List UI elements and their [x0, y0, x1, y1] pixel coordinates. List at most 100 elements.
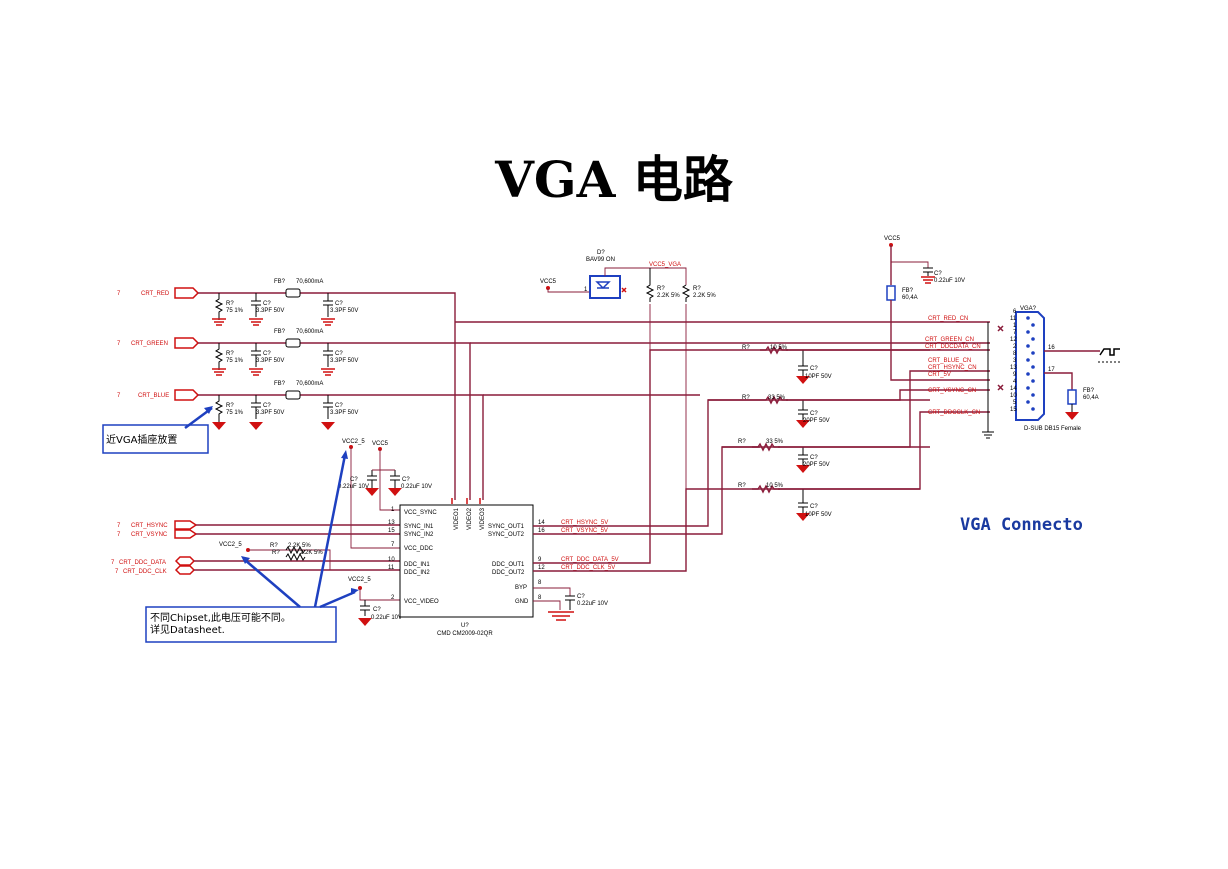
series-r4-ref: R?	[738, 483, 746, 489]
note-arrow-icon	[313, 454, 347, 608]
cn-green: CRT_GREEN_CN	[925, 337, 974, 343]
shunt-c1-ref: C?	[810, 366, 818, 372]
pullup1-value: 2.2K 5%	[657, 293, 680, 299]
ic-pin-sync-in2: SYNC_IN2	[404, 532, 434, 538]
r-ref-blue: R?	[226, 403, 234, 409]
fb-value-green: 70,600mA	[296, 329, 323, 335]
ic-pin-ddc-out2: DDC_OUT2	[492, 570, 525, 576]
port-arrow-icon	[174, 287, 200, 299]
series-r3-value: 33 5%	[766, 439, 784, 445]
pin-5: 5	[1013, 400, 1017, 406]
pullup2-value: 2.2K 5%	[693, 293, 716, 299]
ic-pin-gnd: GND	[515, 599, 529, 605]
fb-shell-value: 60,4A	[1083, 395, 1099, 401]
fb-5v-ref: FB?	[902, 288, 914, 294]
top-cap-ref: C?	[934, 271, 942, 277]
c2-value-blue: 3.3PF 50V	[330, 410, 358, 416]
chassis-icon	[1099, 348, 1120, 356]
shunt-c2-value: 20PF 50V	[803, 418, 830, 424]
c1-value-red: 3.3PF 50V	[256, 308, 284, 314]
cn-hsync: CRT_HSYNC_CN	[928, 365, 977, 371]
pullup2-ref: R?	[693, 286, 701, 292]
shunt-c3-ref: C?	[810, 455, 818, 461]
diode-section: D? BAV99 ON VCC5 1 VCC5_VGA R? 2.2K 5% R…	[540, 250, 716, 571]
pin-15: 15	[1010, 407, 1017, 413]
net-ddc-data-5v: CRT_DDC_DATA_5V	[561, 557, 619, 563]
pullup1-ref: R?	[657, 286, 665, 292]
r-value-red: 75 1%	[226, 308, 244, 314]
r-value-green: 75 1%	[226, 358, 244, 364]
fb-shell-icon	[1067, 389, 1077, 405]
ic-pin-vcc-video: VCC_VIDEO	[404, 599, 439, 605]
port-crt-ddc-data: CRT_DDC_DATA	[119, 560, 166, 566]
ic-num-7: 7	[391, 542, 395, 548]
cap-value-a: 0.22uF 10V	[338, 484, 369, 490]
cap-value-b: 0.22uF 10V	[401, 484, 432, 490]
rgb-inputs: 7 CRT_RED 7 CRT_GREEN 7 CRT_BLUE FB? 70,…	[117, 279, 484, 500]
pin-3: 3	[1013, 358, 1017, 364]
ic-num-8a: 8	[538, 580, 542, 586]
ic-ref: U?	[461, 623, 469, 629]
port-arrow-icon	[174, 337, 200, 349]
ic-pin-ddc-out1: DDC_OUT1	[492, 562, 525, 568]
chipset-note-box	[145, 606, 337, 643]
sheet-num-ddc: 7	[111, 560, 115, 566]
ic-num-8b: 8	[538, 595, 542, 601]
series-filter: R? 10 5% R? 33 5% R? 33 5% R? 10 5% C? 1…	[738, 345, 990, 521]
diode-part: BAV99 ON	[586, 257, 615, 263]
fb-ref-blue: FB?	[274, 381, 286, 387]
cn-red: CRT_RED_CN	[928, 316, 968, 322]
ic-pin-sync-in1: SYNC_IN1	[404, 524, 434, 530]
port-crt-hsync: CRT_HSYNC	[131, 523, 168, 529]
series-r3-ref: R?	[738, 439, 746, 445]
ic-pin-ddc-in1: DDC_IN1	[404, 562, 430, 568]
vcc2-5-label-b: VCC2_5	[348, 577, 371, 583]
vcc2-5-label: VCC2_5	[342, 439, 365, 445]
pin-8: 8	[1013, 351, 1017, 357]
shell-pin-17: 17	[1048, 367, 1055, 373]
sync-inputs: 7 CRT_HSYNC 7 CRT_VSYNC 7 CRT_DDC_DATA 7…	[111, 520, 400, 575]
fb-5v-value: 60,4A	[902, 295, 918, 301]
cap-ref-c: C?	[373, 607, 381, 613]
ic-num-15: 15	[388, 528, 395, 534]
fb-value-blue: 70,600mA	[296, 381, 323, 387]
pin-12: 12	[1010, 337, 1017, 343]
byp-cap-ref: C?	[577, 594, 585, 600]
vcc5-top: VCC5	[884, 236, 901, 242]
port-crt-red: CRT_RED	[141, 291, 170, 297]
ic-pin-byp: BYP	[515, 585, 527, 591]
ic-num-16: 16	[538, 528, 545, 534]
output-nets: CRT_HSYNC_5V CRT_VSYNC_5V CRT_DDC_DATA_5…	[533, 349, 990, 572]
pin-4: 4	[1013, 379, 1017, 385]
cn-blue: CRT_BLUE_CN	[928, 358, 971, 364]
diode-pin-1: 1	[584, 287, 588, 293]
port-crt-ddc-clk: CRT_DDC_CLK	[123, 569, 167, 575]
sheet-num-ddc2: 7	[115, 569, 119, 575]
power-section: VCC2_5 VCC5 C? 0.22uF 10V C? 0.22uF 10V …	[338, 439, 432, 626]
sheet-num-red: 7	[117, 291, 121, 297]
byp-cap-value: 0.22uF 10V	[577, 601, 608, 607]
ic-num-10: 10	[388, 557, 395, 563]
chipset-note-line1: 不同Chipset,此电压可能不同。	[150, 611, 291, 624]
port-arrow-icon	[174, 389, 200, 401]
ic-num-12: 12	[538, 565, 545, 571]
shunt-c1-value: 10PF 50V	[805, 374, 832, 380]
vcc2-5-sync: VCC2_5	[219, 542, 242, 548]
ic-cm2009: VCC_SYNC SYNC_IN1 SYNC_IN2 VCC_DDC DDC_I…	[388, 498, 608, 637]
c2-ref-green: C?	[335, 351, 343, 357]
ic-pin-ddc-in2: DDC_IN2	[404, 570, 430, 576]
net-vsync-5v: CRT_VSYNC_5V	[561, 528, 608, 534]
net-ddc-clk-5v: CRT_DDC_CLK_5V	[561, 565, 615, 571]
c1-value-green: 3.3PF 50V	[256, 358, 284, 364]
sync-r1-value: 2.2K 5%	[288, 543, 311, 549]
cap-ref-b: C?	[402, 477, 410, 483]
c2-ref-blue: C?	[335, 403, 343, 409]
vga-part: D-SUB DB15 Female	[1024, 426, 1082, 432]
ic-pin-sync-out2: SYNC_OUT2	[488, 532, 525, 538]
fb-value-red: 70,600mA	[296, 279, 323, 285]
ic-pin-vcc-ddc: VCC_DDC	[404, 546, 434, 552]
sheet-num-hsync: 7	[117, 523, 121, 529]
pin-9: 9	[1013, 372, 1017, 378]
